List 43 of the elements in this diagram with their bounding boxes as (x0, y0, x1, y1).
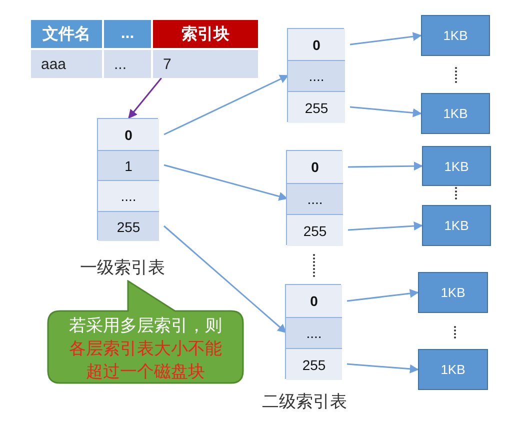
disk-block: 1KB (422, 205, 491, 246)
header-cell: 索引块 (153, 20, 258, 48)
index-cell: .... (287, 183, 343, 214)
index-cell: .... (288, 60, 345, 91)
index-cell: 255 (288, 91, 345, 123)
arrow (346, 363, 419, 374)
index-cell: .... (98, 180, 159, 211)
disk-block: 1KB (422, 146, 491, 186)
callout-text: 各层索引表大小不能超过一个磁盘块 (68, 338, 223, 383)
arrow (164, 225, 287, 334)
index-table (97, 118, 158, 240)
arrow (348, 162, 423, 171)
disk-block: 1KB (421, 93, 490, 134)
table-cell: aaa (31, 50, 102, 78)
index-cell: 0 (288, 29, 345, 60)
index-cell: 0 (287, 151, 343, 183)
table-cell: 7 (153, 50, 258, 78)
index-cell: 0 (286, 285, 342, 317)
table-caption: 二级索引表 (262, 391, 347, 413)
index-table (286, 150, 342, 245)
arrow (164, 164, 288, 201)
header-cell: ... (104, 20, 151, 48)
index-cell: 1 (98, 150, 159, 180)
index-cell: 0 (98, 119, 159, 150)
arrow (346, 289, 419, 302)
arrow (350, 32, 422, 46)
disk-block: 1KB (421, 15, 490, 56)
callout-text: 若采用多层索引，则 (68, 315, 223, 337)
table-cell: ... (104, 50, 151, 78)
arrow (348, 222, 423, 231)
index-cell: .... (286, 317, 342, 348)
disk-block: 1KB (418, 349, 488, 390)
header-cell: 文件名 (31, 20, 102, 48)
arrow (164, 74, 289, 136)
disk-block: 1KB (418, 272, 488, 313)
arrow (128, 78, 162, 119)
table-caption: 一级索引表 (80, 257, 165, 279)
index-cell: 255 (98, 211, 159, 241)
index-cell: 255 (287, 214, 343, 246)
arrow (350, 106, 422, 118)
index-cell: 255 (286, 348, 342, 380)
index-table (285, 284, 341, 379)
index-table (287, 28, 344, 122)
